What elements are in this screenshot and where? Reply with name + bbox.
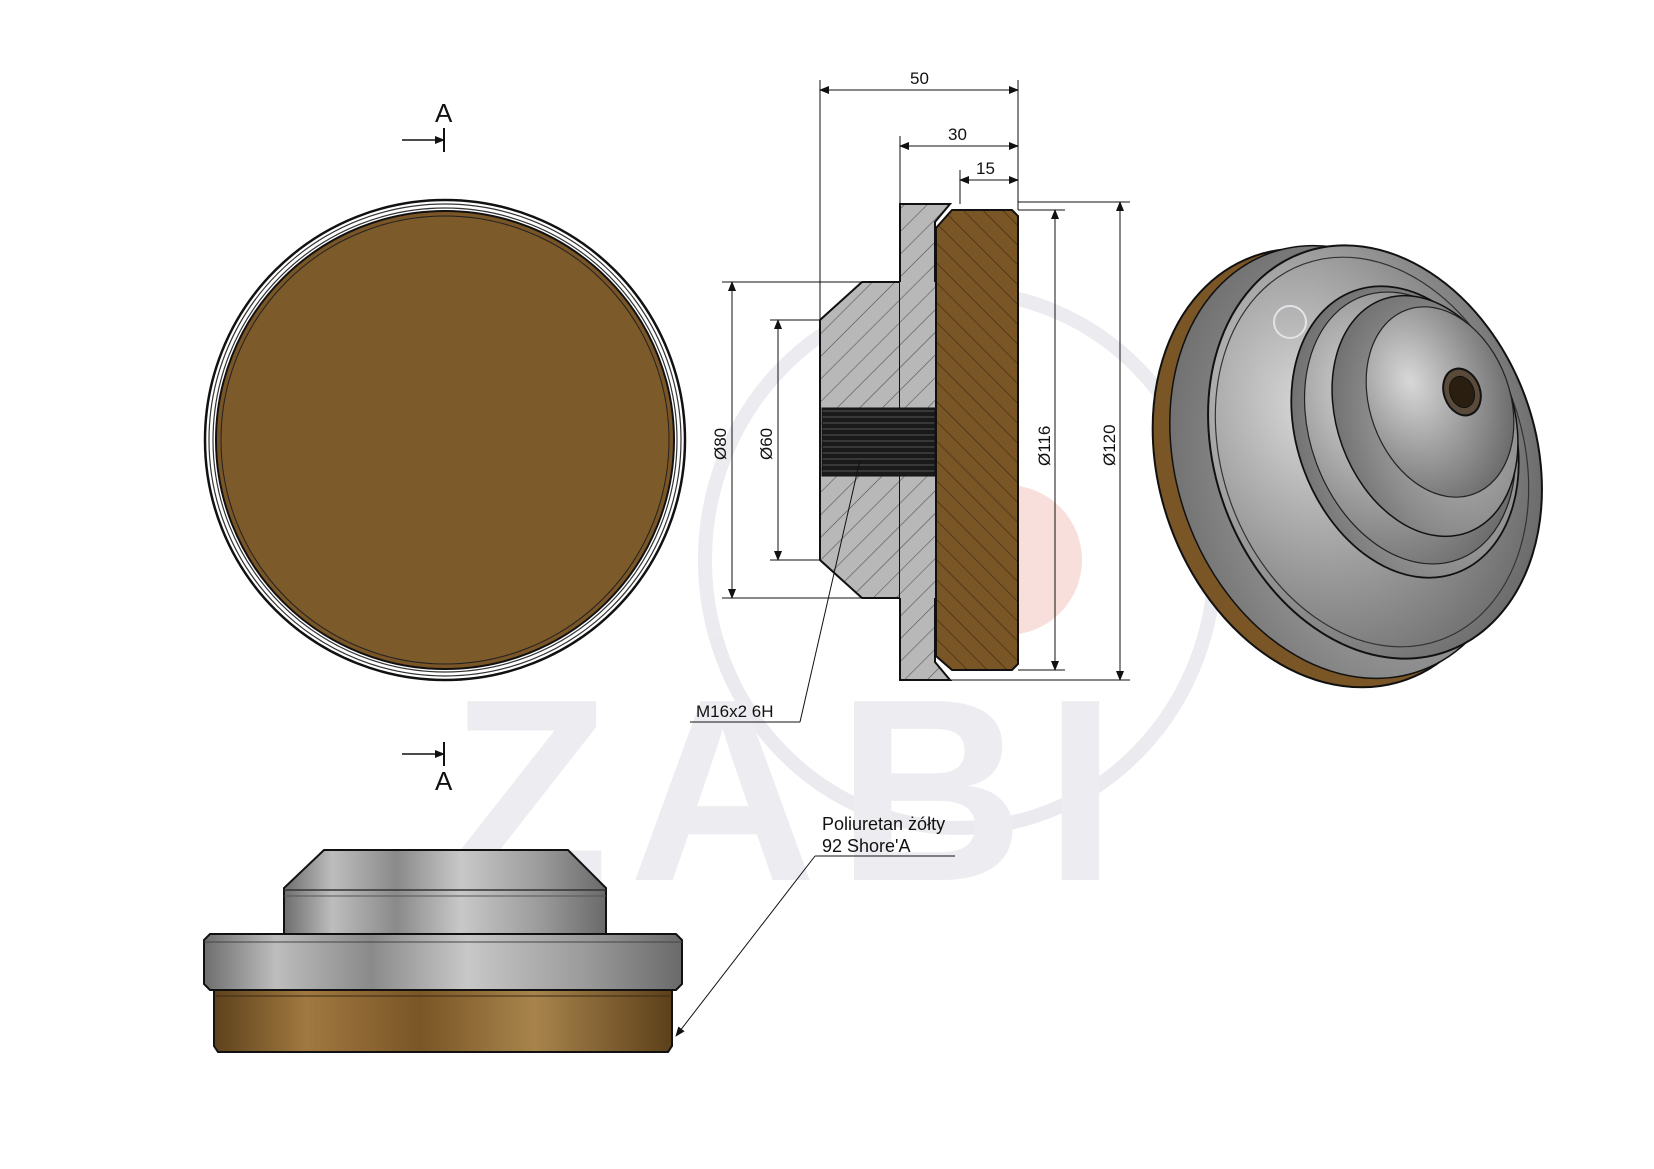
- material-label-line2: 92 Shore'A: [822, 836, 911, 856]
- thread-callout: M16x2 6H: [690, 459, 861, 723]
- thread-label: M16x2 6H: [696, 702, 773, 721]
- dim-length-total: 50: [910, 69, 929, 88]
- section-label-bottom: A: [435, 766, 453, 796]
- dim-length-pu: 15: [976, 159, 995, 178]
- dim-dia-116: Ø116: [1035, 426, 1054, 466]
- isometric-view: [1151, 244, 1543, 689]
- material-label-line1: Poliuretan żółty: [822, 814, 945, 834]
- dimensions: 50 30 15 Ø80 Ø60 Ø116 Ø120: [711, 69, 1130, 681]
- dim-dia-80: Ø80: [711, 428, 730, 460]
- side-view: [203, 849, 683, 1053]
- section-label-top: A: [435, 98, 453, 128]
- section-view: [819, 203, 1019, 681]
- front-view: [203, 198, 687, 682]
- section-marker-bottom: A: [402, 742, 453, 796]
- material-callout: Poliuretan żółty 92 Shore'A: [675, 814, 955, 1037]
- dim-dia-60: Ø60: [757, 428, 776, 460]
- dim-dia-120: Ø120: [1100, 424, 1119, 466]
- dim-length-metal: 30: [948, 125, 967, 144]
- section-marker-top: A: [402, 98, 453, 152]
